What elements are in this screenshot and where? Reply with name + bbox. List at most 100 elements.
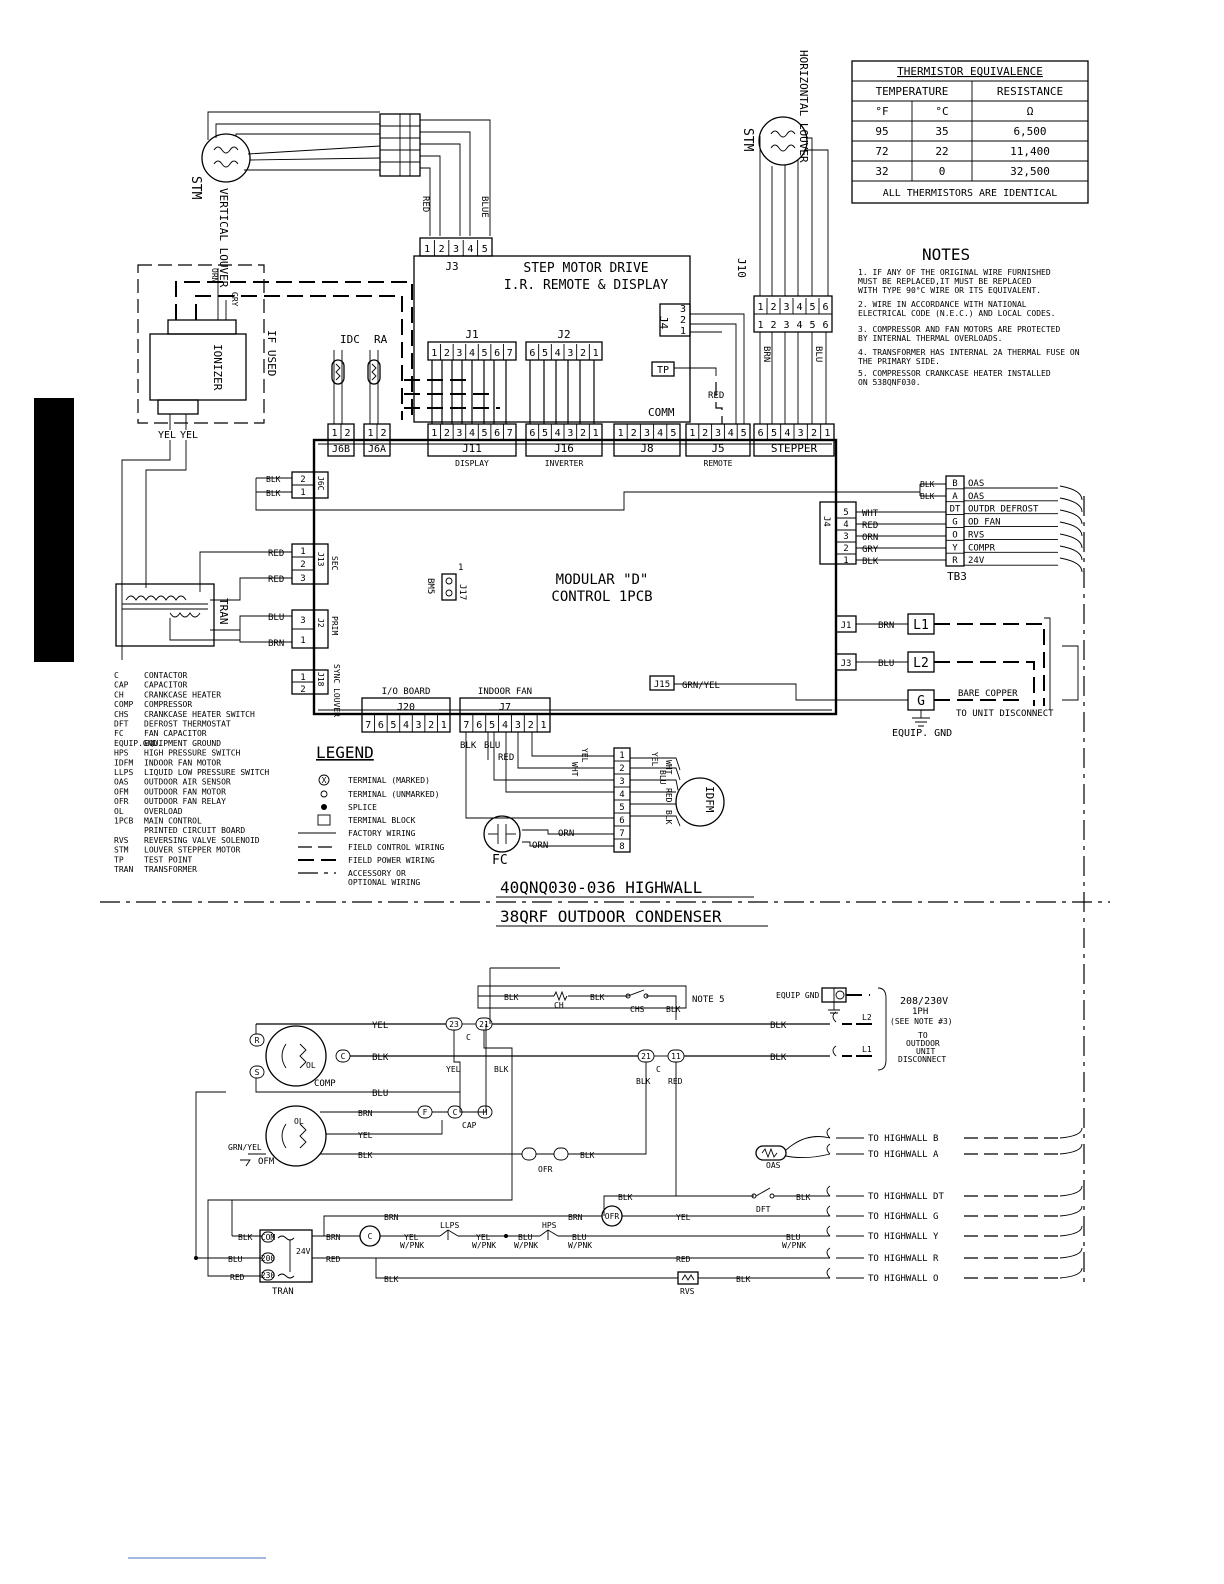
pin-number: 4 <box>728 428 734 439</box>
stepper-label: STEPPER <box>771 442 818 455</box>
j17-label: J17 <box>457 584 467 600</box>
tb3-function-label: OD FAN <box>968 518 1001 528</box>
highwall-destination: TO HIGHWALL O <box>868 1274 938 1284</box>
wire-label: BLU <box>484 741 500 751</box>
pin-number: 2 <box>770 302 776 313</box>
table-cell: 32,500 <box>1010 165 1050 178</box>
line-voltage-terminals: BRN BLU L1 L2 G BARE COPPER TO UNIT DISC… <box>674 485 1085 1284</box>
wire-label: YEL <box>580 748 589 763</box>
wire-label: YEL <box>476 1233 491 1242</box>
terminal-21b: 21 <box>641 1052 651 1061</box>
abbreviation-code: OAS <box>114 778 129 787</box>
cap-terminal-c: C <box>453 1108 458 1117</box>
thermistor-table-title: THERMISTOR EQUIVALENCE <box>897 65 1043 78</box>
j2-prim-label: J2 <box>316 618 325 628</box>
tb3-terminal: G <box>952 518 957 528</box>
wire-label: RED <box>862 521 878 531</box>
j2-label: J2 <box>557 328 570 341</box>
tran-24v-label: 24V <box>296 1247 311 1256</box>
note-line: BY INTERNAL THERMAL OVERLOADS. <box>858 334 1003 343</box>
power-label-1: 208/230V <box>900 996 948 1007</box>
wire-label: BLK <box>736 1275 751 1284</box>
pin-number: 6 <box>494 348 500 359</box>
legend-marked-symbol: X <box>322 776 327 785</box>
fc-label: FC <box>492 853 508 868</box>
remote-label: REMOTE <box>704 459 733 468</box>
wire-label: BLK <box>384 1275 399 1284</box>
cap-terminal-f: F <box>423 1108 428 1117</box>
highwall-destination: TO HIGHWALL G <box>868 1212 938 1222</box>
dft-label: DFT <box>756 1205 771 1214</box>
wire-label: RED <box>708 391 724 401</box>
legend: LEGEND X TERMINAL (MARKED) TERMINAL (UNM… <box>298 743 445 887</box>
pin-number: 2 <box>580 348 586 359</box>
power-label-3: (SEE NOTE #3) <box>890 1017 953 1026</box>
wire-label: BRN <box>268 639 284 649</box>
wire-label: W/PNK <box>782 1241 806 1250</box>
wire-label: YEL <box>676 1213 691 1222</box>
abbreviation-code: CAP <box>114 681 129 690</box>
abbreviation-meaning: INDOOR FAN MOTOR <box>144 758 221 767</box>
pin-number: 4 <box>502 720 508 731</box>
prim-label: PRIM <box>330 616 339 635</box>
step-motor-title: STEP MOTOR DRIVE <box>523 261 648 276</box>
note5-label: NOTE 5 <box>692 995 725 1005</box>
wire-label: BLU <box>786 1233 801 1242</box>
pin-number: 2 <box>843 544 848 554</box>
pin-number: 1 <box>757 302 763 313</box>
vertical-stm-terminal-block: RED BLUE <box>379 113 491 236</box>
wire-label: YEL <box>180 430 198 441</box>
abbreviation-code: COMP <box>114 700 133 709</box>
pin-number: 1 <box>441 720 447 731</box>
temperature-header: TEMPERATURE <box>876 85 949 98</box>
highwall-destination: TO HIGHWALL A <box>868 1150 939 1160</box>
pin-number: 2 <box>631 428 637 439</box>
abbreviation-meaning: FAN CAPACITOR <box>144 729 207 738</box>
pin-number: 3 <box>783 302 789 313</box>
note-line: ELECTRICAL CODE (N.E.C.) AND LOCAL CODES… <box>858 309 1055 318</box>
abbreviation-meaning: HIGH PRESSURE SWITCH <box>144 749 241 758</box>
terminal-23: 23 <box>449 1020 459 1029</box>
pin-number: 2 <box>444 428 450 439</box>
abbreviation-meaning: OVERLOAD <box>144 807 183 816</box>
abbreviation-meaning: CAPACITOR <box>144 681 188 690</box>
wire-label: WHT <box>664 760 673 775</box>
ionizer-label: IONIZER <box>211 344 224 391</box>
wire-label: YEL <box>446 1065 461 1074</box>
chs-label: CHS <box>630 1005 645 1014</box>
wire-label: BLK <box>636 1077 651 1086</box>
pin-number: 1 <box>689 428 695 439</box>
pin-number: 2 <box>528 720 534 731</box>
wire-label: W/PNK <box>472 1241 496 1250</box>
highwall-title: 40QNQ030-036 HIGHWALL <box>500 878 702 897</box>
terminal-c: C <box>341 1052 346 1061</box>
pin-number: 2 <box>580 428 586 439</box>
pin-number: 1 <box>618 428 624 439</box>
tb3-function-label: 24V <box>968 556 985 566</box>
tran-terminal-200: 200 <box>261 1254 276 1263</box>
outdoor-wiring: BLK BLK CH CHS BLK NOTE 5 23 21 C 21 11 … <box>194 967 1083 1297</box>
legend-item: TERMINAL (UNMARKED) <box>348 790 440 799</box>
pin-number: 7 <box>507 428 513 439</box>
field-terminal <box>826 1267 831 1279</box>
wire-label: RED <box>420 196 430 212</box>
wire-label: BRN <box>878 621 894 631</box>
j6c-label: J6C <box>316 476 325 491</box>
pin-number: 4 <box>796 302 802 313</box>
wire-label: RED <box>326 1255 341 1264</box>
llps-label: LLPS <box>440 1221 459 1230</box>
pin-number: 1 <box>431 428 437 439</box>
field-terminal <box>826 1185 831 1197</box>
tb3-terminal: O <box>952 530 957 540</box>
wire-label: RED <box>230 1273 245 1282</box>
wire-label: BLU <box>228 1255 243 1264</box>
idfm-terminal: 7 <box>619 829 624 839</box>
pin-number: 3 <box>416 720 422 731</box>
wire-label: BLK <box>770 1053 787 1063</box>
sync-louver-label: SYNC LOUVER <box>332 664 341 717</box>
pin-number: 2 <box>444 348 450 359</box>
ra-label: RA <box>374 333 388 346</box>
pin-number: 1 <box>367 428 373 439</box>
